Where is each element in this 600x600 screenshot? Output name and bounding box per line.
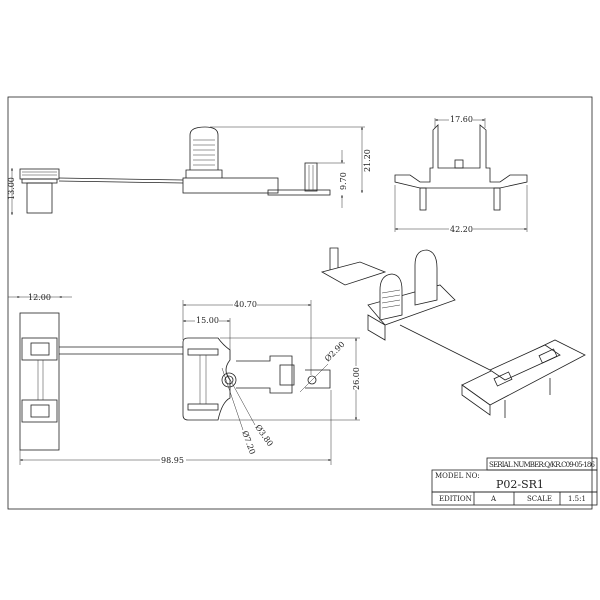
dim-hole-3-80: Ø3.80 — [253, 423, 274, 448]
dim-17-60: 17.60 — [450, 115, 473, 124]
title-block: SERIAL NUMBER:Q/KR.C09-05-186 MODEL NO: … — [431, 457, 598, 506]
dim-26-00: 26.00 — [352, 367, 361, 390]
dim-hole-2-90: Ø2.90 — [323, 340, 347, 364]
edition-label: EDITION — [439, 495, 472, 503]
end-view: 17.60 42.20 — [394, 114, 528, 234]
dim-21-20: 21.20 — [363, 149, 372, 172]
dim-12-00: 12.00 — [28, 293, 51, 302]
serial-number: SERIAL NUMBER:Q/KR.C09-05-186 — [489, 461, 596, 469]
scale-value: 1.5:1 — [568, 495, 586, 503]
dim-9-70: 9.70 — [339, 172, 348, 190]
dim-15-00: 15.00 — [196, 316, 219, 325]
side-view: 13.00 21.20 9.70 — [7, 126, 372, 215]
edition-value: A — [490, 495, 497, 503]
dim-40-70: 40.70 — [234, 300, 257, 309]
drawing-frame — [7, 96, 593, 510]
plan-view: 12.00 40.70 15.00 26.00 Ø2.90 Ø7.20 Ø3.8… — [8, 293, 361, 465]
scale-label: SCALE — [527, 495, 552, 503]
dim-98-95: 98.95 — [161, 456, 184, 465]
model-label: MODEL NO: — [435, 472, 480, 480]
model-value: P02-SR1 — [496, 478, 544, 491]
dim-13-00: 13.00 — [7, 177, 16, 200]
isometric-view — [320, 247, 586, 418]
dim-hole-7-20: Ø7.20 — [240, 430, 257, 456]
dim-42-20: 42.20 — [450, 225, 473, 234]
